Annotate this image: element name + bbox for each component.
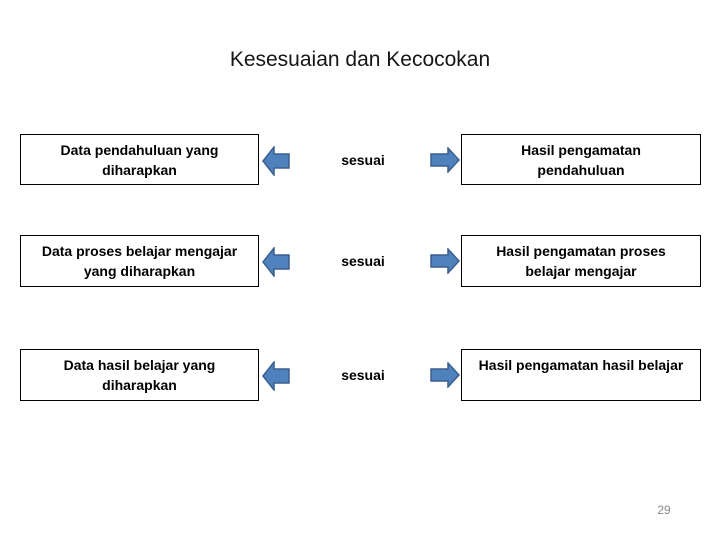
expected-data-box-3: Data hasil belajar yang diharapkan (20, 349, 259, 401)
mapping-row-2: Data proses belajar mengajar yang dihara… (0, 235, 720, 287)
block-arrow-right-icon (430, 362, 460, 388)
relation-label: sesuai (341, 253, 385, 269)
expected-data-label: Data pendahuluan yang diharapkan (60, 141, 219, 178)
block-arrow-right-icon (430, 248, 460, 274)
block-arrow-left-icon (262, 361, 290, 391)
mapping-row-3: Data hasil belajar yang diharapkan sesua… (0, 349, 720, 401)
observation-result-box-2: Hasil pengamatan proses belajar mengajar (461, 235, 701, 287)
expected-data-box-1: Data pendahuluan yang diharapkan (20, 134, 259, 185)
expected-data-label: Data proses belajar mengajar yang dihara… (41, 243, 238, 279)
expected-data-label: Data hasil belajar yang diharapkan (63, 357, 216, 393)
block-arrow-left-icon (262, 247, 290, 277)
observation-result-label: Hasil pengamatan proses belajar mengajar (496, 243, 666, 279)
observation-result-label: Hasil pengamatan hasil belajar (478, 357, 684, 373)
page-number: 29 (657, 503, 671, 517)
mapping-row-1: Data pendahuluan yang diharapkan sesuai … (0, 134, 720, 185)
observation-result-box-1: Hasil pengamatan pendahuluan (461, 134, 701, 185)
observation-result-label: Hasil pengamatan pendahuluan (521, 141, 641, 178)
block-arrow-left-icon (262, 146, 290, 176)
relation-label: sesuai (341, 152, 385, 168)
expected-data-box-2: Data proses belajar mengajar yang dihara… (20, 235, 259, 287)
slide-title: Kesesuaian dan Kecocokan (229, 48, 491, 71)
observation-result-box-3: Hasil pengamatan hasil belajar (461, 349, 701, 401)
relation-label: sesuai (341, 367, 385, 383)
block-arrow-right-icon (430, 147, 460, 173)
